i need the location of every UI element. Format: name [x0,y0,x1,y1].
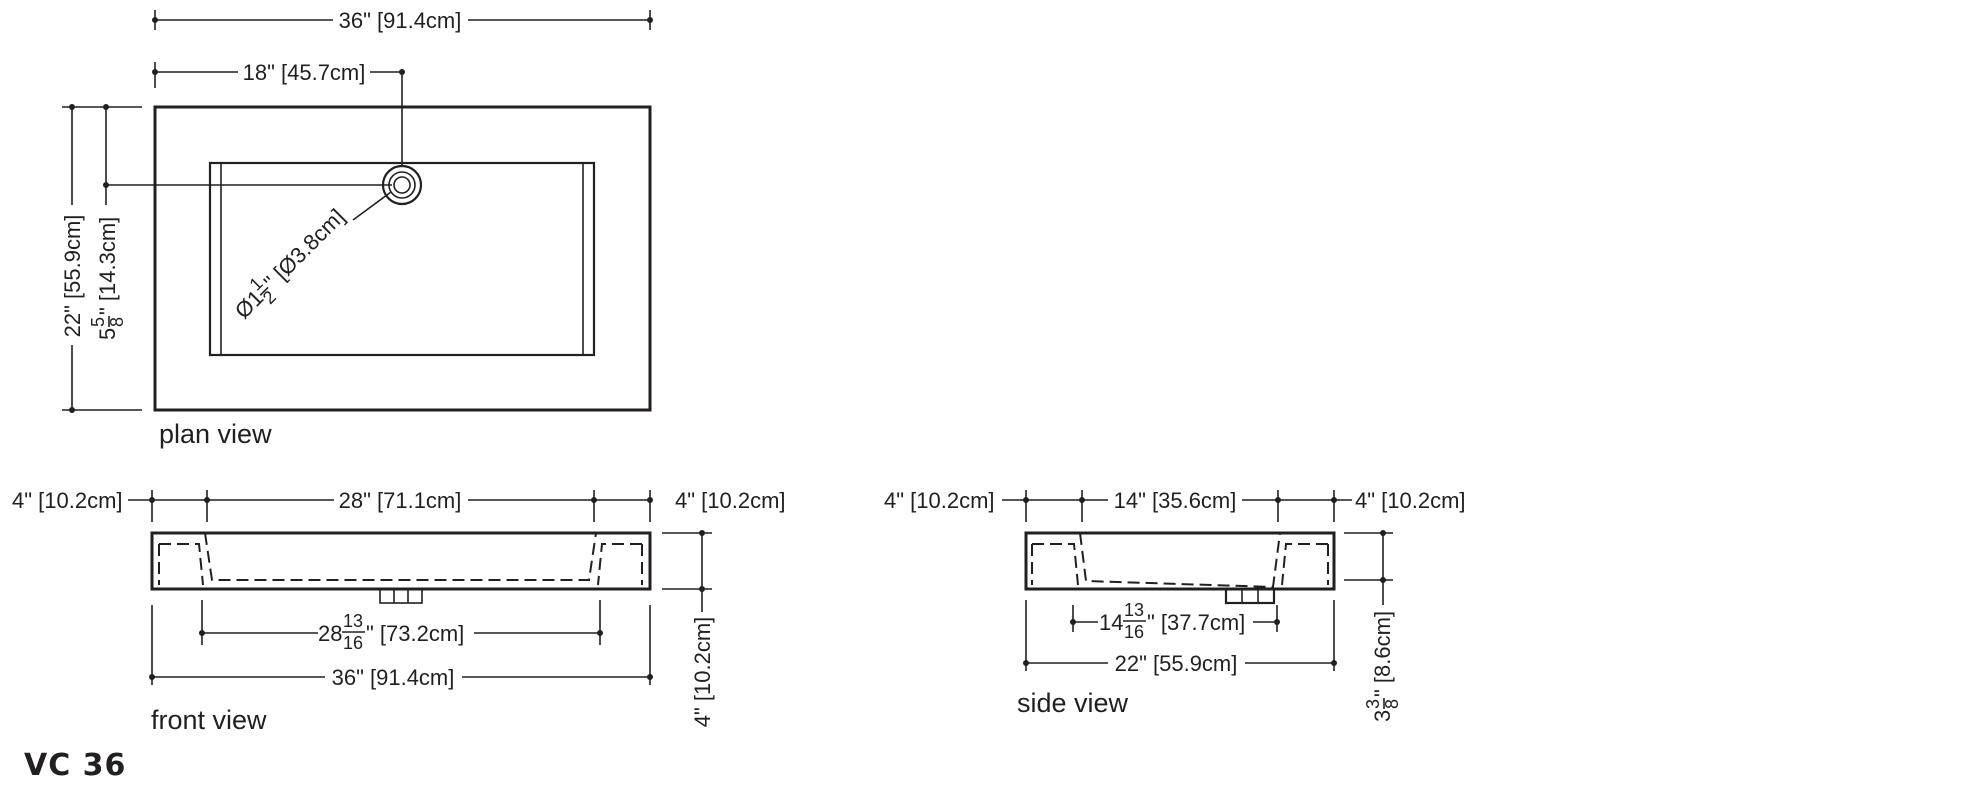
plan-depth-dimension: 22" [55.9cm] [60,104,142,413]
plan-drain [106,164,423,221]
front-inner-numerator: 13 [343,611,363,631]
side-height-dimension: 3 3 8 " [8.6cm] [1344,530,1402,722]
front-height-dimension: 4" [10.2cm] [662,530,715,727]
front-view-label: front view [151,705,267,735]
side-top-dimensions: 4" [10.2cm] 14" [35.6cm] 4" [10.2cm] [884,486,1466,522]
plan-overall-width-dimension: 36" [91.4cm] [152,8,653,33]
plan-view: 36" [91.4cm] 18" [45.7cm] [60,8,653,449]
front-overall-dimension: 36" [91.4cm] [149,605,653,690]
plan-overall-width-label: 36" [91.4cm] [339,8,462,33]
side-hidden-basin [1031,532,1329,589]
front-hidden-basin [158,532,643,586]
front-overall-label: 36" [91.4cm] [332,665,455,690]
plan-drain-depth-dimension: 5 5 8 " [14.3cm] [88,104,127,340]
model-label: VC 36 [24,748,126,783]
plan-drain-diameter-rest: " [Ø3.8cm] [259,204,350,295]
plan-drain-depth-denominator: 8 [107,317,127,327]
plan-drain-depth-numerator: 5 [88,317,108,327]
plan-outer-outline [153,105,652,412]
front-basin-width-label: 28" [71.1cm] [339,488,462,513]
side-view-label: side view [1017,688,1129,718]
side-right-wall-label: 4" [10.2cm] [1355,488,1466,513]
side-view: 4" [10.2cm] 14" [35.6cm] 4" [10.2cm] 14 … [884,486,1466,722]
plan-drain-depth-rest: " [14.3cm] [95,217,120,315]
side-overall-label: 22" [55.9cm] [1115,651,1238,676]
plan-drain-offset-label: 18" [45.7cm] [243,60,366,85]
side-outline [1024,531,1336,591]
side-left-wall-label: 4" [10.2cm] [884,488,995,513]
plan-basin [208,161,596,357]
front-view: 4" [10.2cm] 28" [71.1cm] 4" [10.2cm] 28 … [12,486,786,735]
side-height-numerator: 3 [1363,699,1383,709]
plan-depth-label: 22" [55.9cm] [60,215,85,338]
plan-drain-diameter-label: Ø1 1 2 " [Ø3.8cm] [230,204,350,324]
side-drain-stub [1224,587,1276,605]
front-height-label: 4" [10.2cm] [690,617,715,728]
plan-drain-depth-whole: 5 [95,328,120,340]
plan-drain-offset-dimension: 18" [45.7cm] [152,60,405,167]
front-inner-denominator: 16 [343,633,363,653]
side-basin-width-label: 14" [35.6cm] [1114,488,1237,513]
front-left-wall-label: 4" [10.2cm] [12,488,123,513]
side-overall-dimension: 22" [55.9cm] [1023,600,1337,676]
side-height-denominator: 8 [1382,699,1402,709]
front-right-wall-label: 4" [10.2cm] [675,488,786,513]
side-inner-whole: 14 [1099,610,1123,635]
side-height-rest: " [8.6cm] [1370,611,1395,697]
plan-view-label: plan view [159,419,272,449]
side-inner-numerator: 13 [1124,600,1144,620]
side-inner-dimension: 14 13 16 " [37.7cm] [1070,600,1280,642]
front-inner-dimension: 28 13 16 " [73.2cm] [199,600,603,653]
front-inner-whole: 28 [318,621,342,646]
front-top-dimensions: 4" [10.2cm] 28" [71.1cm] 4" [10.2cm] [12,486,786,522]
front-inner-rest: " [73.2cm] [366,621,464,646]
side-inner-rest: " [37.7cm] [1147,610,1245,635]
front-drain-stub [379,588,423,604]
side-height-whole: 3 [1370,710,1395,722]
side-inner-denominator: 16 [1124,622,1144,642]
